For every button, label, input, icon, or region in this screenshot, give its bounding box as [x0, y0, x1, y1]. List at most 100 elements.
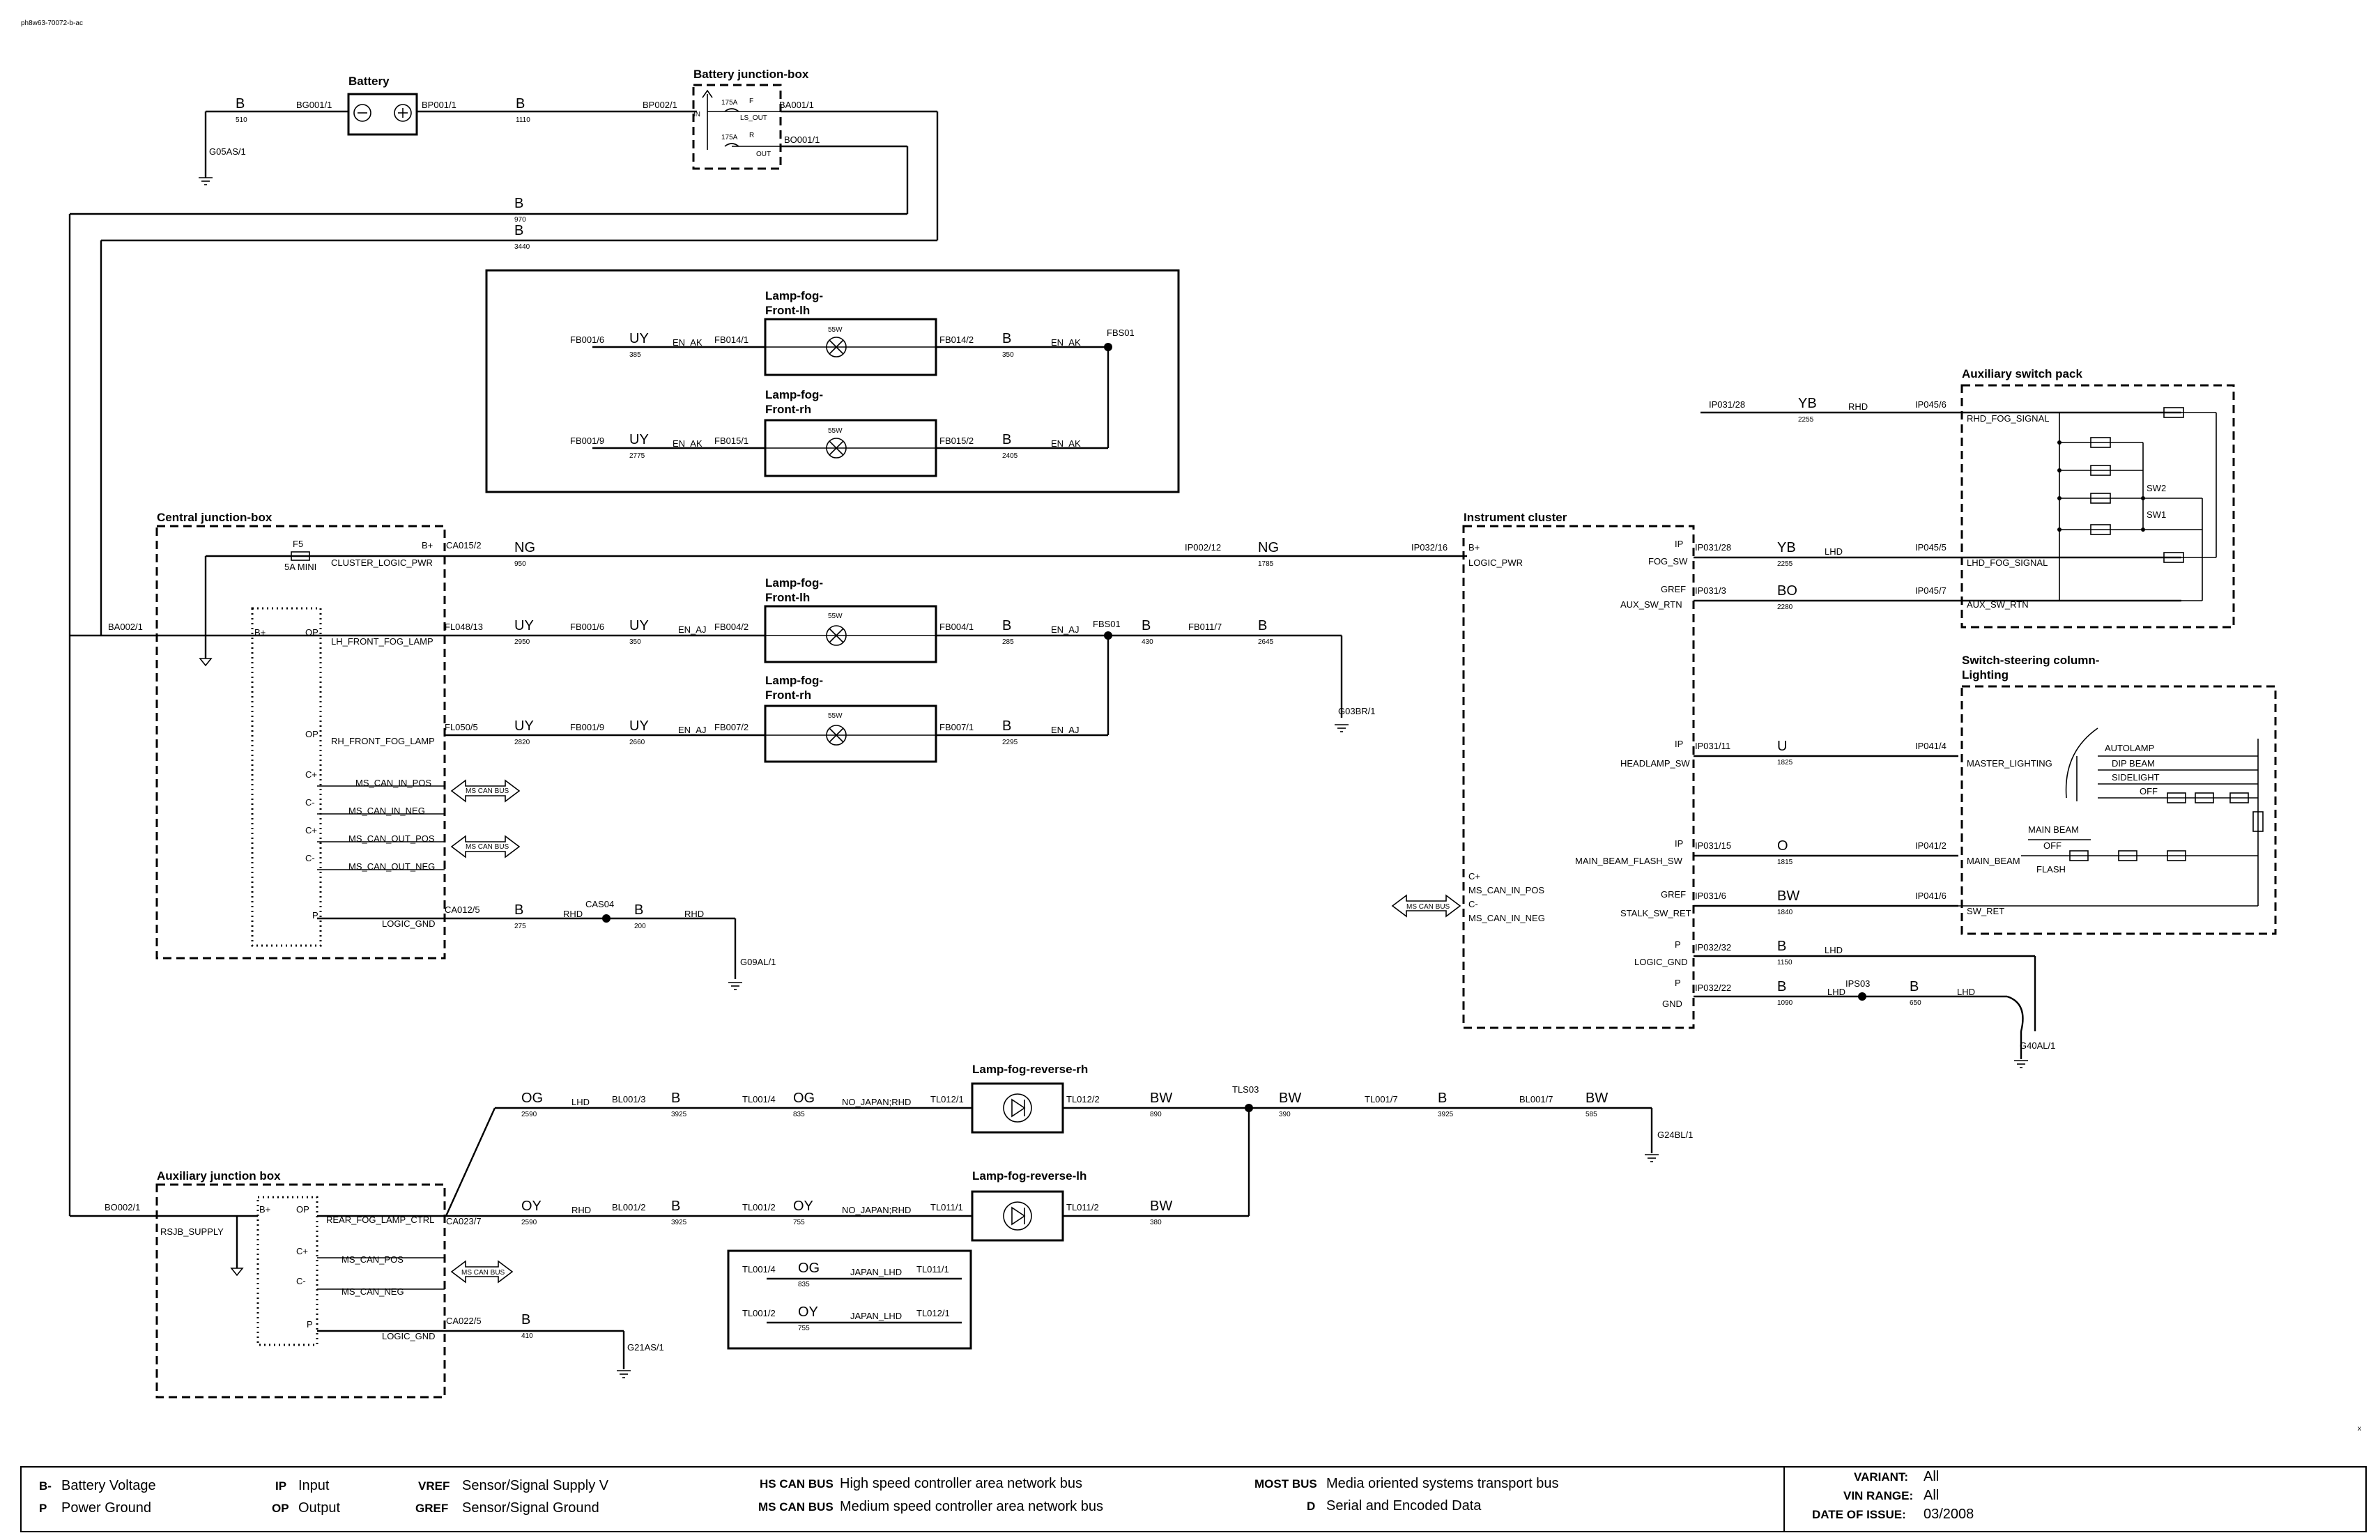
wire-number: 2775: [629, 452, 645, 460]
legend-meta-label: VARIANT:: [1854, 1470, 1908, 1484]
wire-number: 3925: [671, 1219, 687, 1226]
connector-label: FL050/5: [445, 722, 478, 732]
wire-note: JAPAN_LHD: [850, 1311, 902, 1321]
switch-label: SW1: [2147, 509, 2166, 520]
connector-label: CA022/5: [446, 1316, 482, 1326]
legend-code: VREF: [418, 1479, 450, 1493]
wire-color: BO: [1777, 583, 1797, 599]
wire-number: 275: [514, 923, 526, 930]
wire-color: U: [1777, 739, 1787, 754]
wire-number: 835: [798, 1281, 810, 1288]
legend-code: OP: [272, 1502, 289, 1515]
can-bus-arrow-icon: [450, 1260, 514, 1284]
pin-label: AUX_SW_RTN: [1967, 599, 2029, 610]
connector-label: IP045/6: [1915, 399, 1947, 410]
wire-note: LHD: [1827, 987, 1845, 997]
connector-label: TL001/4: [742, 1094, 776, 1104]
connector-label: TL012/2: [1066, 1094, 1100, 1104]
wire-color: OY: [798, 1304, 818, 1320]
can-bus-label: MS CAN BUS: [466, 843, 509, 851]
arrow-icon: [702, 89, 713, 150]
pin-label: C-: [305, 853, 315, 863]
wire-number: 835: [793, 1111, 805, 1118]
wire-color: B: [521, 1312, 530, 1327]
lamp-label: Front-lh: [765, 591, 810, 604]
pin-label: C-: [296, 1276, 306, 1286]
pin-label: IP: [1675, 838, 1683, 849]
connector-label: IP045/5: [1915, 542, 1947, 553]
wire-color: UY: [514, 718, 534, 734]
wire-color: UY: [629, 718, 649, 734]
connector-label: TL001/4: [742, 1264, 776, 1275]
pin-label: MAIN_BEAM: [1967, 856, 2020, 866]
lamp-label: Front-lh: [765, 304, 810, 317]
wire-number: 1815: [1777, 858, 1793, 866]
connector-label: TL011/1: [930, 1202, 963, 1212]
wire-note: RHD: [1848, 401, 1868, 412]
connector-label: FB001/6: [570, 334, 604, 345]
wire-color: UY: [629, 331, 649, 346]
pin-label: FOG_SW: [1648, 556, 1688, 567]
wire-color: OY: [793, 1199, 813, 1214]
lamp-label: Lamp-fog-reverse-lh: [972, 1169, 1087, 1183]
wire-note: EN_AJ: [1051, 725, 1079, 735]
battery-symbol: [347, 93, 418, 136]
lamp-label: Front-rh: [765, 403, 811, 416]
legend-text: Output: [298, 1500, 340, 1516]
connector-label: IP041/4: [1915, 741, 1947, 751]
can-bus-arrow-icon: [1391, 894, 1461, 918]
connector-label: FB001/9: [570, 436, 604, 446]
connector-label: BG001/1: [296, 100, 332, 110]
connector-label: FB004/2: [714, 622, 748, 632]
pin-label: LOGIC_GND: [1634, 957, 1688, 967]
fuse-label: F5: [293, 539, 303, 549]
wire-number: 410: [521, 1332, 533, 1340]
pin-label: C+: [296, 1246, 308, 1256]
connector-label: IP002/12: [1185, 542, 1221, 553]
connector-label: TL012/1: [916, 1308, 950, 1318]
wire-number: 1110: [516, 116, 530, 124]
legend-code: P: [39, 1502, 47, 1515]
wire-number: 585: [1586, 1111, 1597, 1118]
wire-color: B: [1002, 718, 1011, 734]
can-bus-label: MS CAN BUS: [461, 1269, 505, 1277]
wire-number: 2660: [629, 739, 645, 746]
lamp-label: Lamp-fog-reverse-rh: [972, 1063, 1088, 1076]
pin-label: LS_OUT: [740, 114, 767, 122]
connector-label: TL012/1: [930, 1094, 964, 1104]
wire-number: 3925: [671, 1111, 687, 1118]
auxiliary-junction-box: Auxiliary junction box BO002/1 RSJB_SUPP…: [70, 1169, 664, 1399]
legend-text: Sensor/Signal Supply V: [462, 1478, 609, 1493]
connector-label: TL011/2: [1066, 1202, 1099, 1212]
can-bus-arrow-icon: [450, 779, 521, 803]
wire-number: 2405: [1002, 452, 1018, 460]
wire-color: BW: [1279, 1091, 1301, 1106]
led-icon: [1011, 1206, 1026, 1226]
pin-label: LH_FRONT_FOG_LAMP: [331, 636, 433, 647]
corner-mark: x: [2358, 1425, 2361, 1433]
wire-color: B: [1438, 1091, 1447, 1106]
connector-label: FB014/2: [939, 334, 974, 345]
connector-label: IP031/28: [1709, 399, 1745, 410]
legend-text: High speed controller area network bus: [840, 1476, 1082, 1491]
pin-label: OP: [305, 627, 318, 638]
wire-color: B: [1777, 979, 1786, 994]
wire-number: 890: [1150, 1111, 1162, 1118]
ground-label: G21AS/1: [627, 1342, 664, 1353]
wire-color: B: [1777, 939, 1786, 954]
fuse-tag: F: [749, 98, 753, 105]
battery-junction-box-label: Battery junction-box: [693, 68, 809, 81]
legend-text: Serial and Encoded Data: [1326, 1498, 1482, 1514]
ground-label: G40AL/1: [2020, 1040, 2055, 1051]
connector-label: TL001/2: [742, 1308, 776, 1318]
wire-number: 200: [634, 923, 646, 930]
connector-label: IP041/6: [1915, 891, 1947, 901]
connector-label: FL048/13: [445, 622, 483, 632]
connector-label: IP032/32: [1695, 942, 1731, 953]
lamp-rating: 55W: [828, 427, 843, 435]
connector-label: FB015/2: [939, 436, 974, 446]
ground-label: G09AL/1: [740, 957, 776, 967]
wire-number: 390: [1279, 1111, 1291, 1118]
pin-label: GND: [1662, 999, 1682, 1009]
pin-label: C+: [1468, 871, 1480, 881]
